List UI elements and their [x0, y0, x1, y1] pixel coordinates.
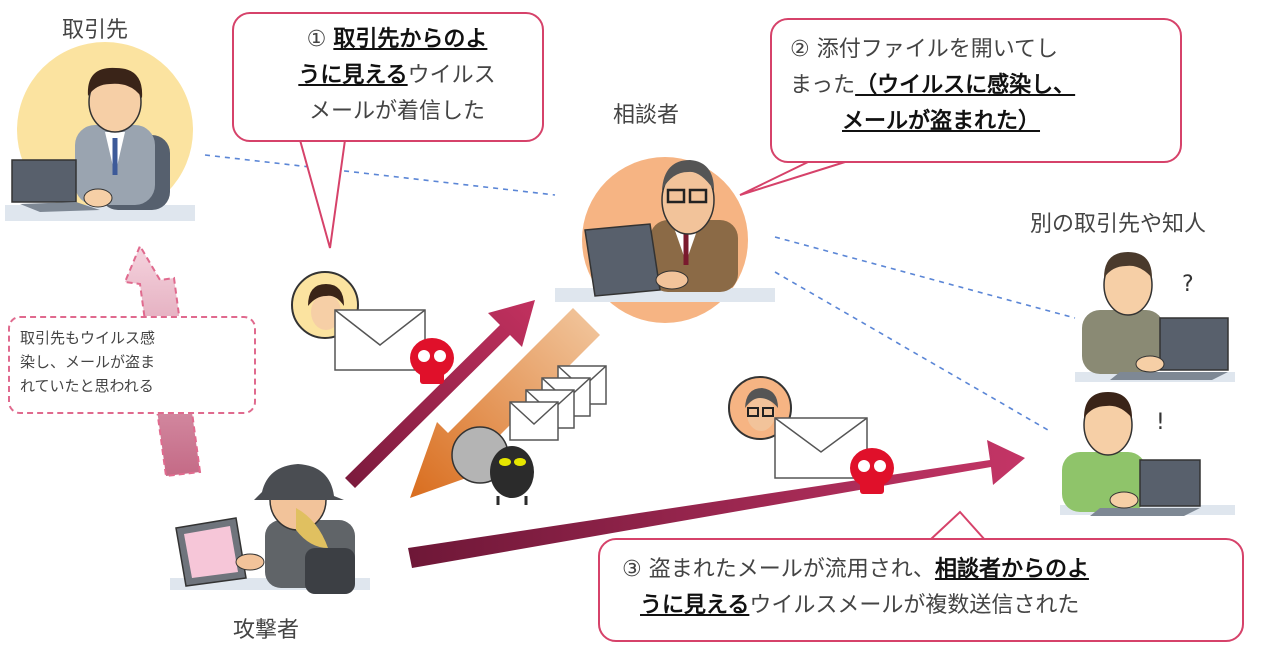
partner-label: 取引先 — [62, 18, 129, 43]
bubble-consultant-infected: ② 添付ファイルを開いてし まった（ウイルスに感染し、 メールが盗まれた） — [770, 18, 1182, 163]
partner-virus-mail — [291, 271, 454, 384]
note-line1: 取引先もウイルス感 — [20, 329, 156, 347]
bubble3-line2-plain: ウイルスメールが複数送信された — [749, 593, 1080, 618]
partner-infected-note: 取引先もウイルス感 染し、メールが盗ま れていたと思われる — [8, 316, 256, 414]
stolen-envelopes — [509, 365, 607, 441]
question-mark: ? — [1182, 272, 1194, 297]
contact2-figure — [1060, 392, 1235, 516]
skull-icon — [850, 448, 894, 494]
attacker-figure — [170, 464, 370, 594]
bubble2-line3-bold: メールが盗まれた） — [842, 109, 1041, 134]
note-line3: れていたと思われる — [20, 377, 154, 395]
skull-icon — [410, 338, 454, 384]
bubble2-line2-plain: まった — [790, 73, 856, 98]
note-line2: 染し、メールが盗ま — [20, 353, 156, 371]
attacker-label: 攻撃者 — [233, 618, 300, 643]
bubble-partner-mail: ① 取引先からのよ うに見えるウイルス メールが着信した — [232, 12, 544, 142]
bubble1-bold-line1: 取引先からのよ — [333, 27, 488, 52]
consultant-figure — [555, 157, 775, 323]
partner-figure — [5, 42, 195, 221]
consultant-virus-mail — [728, 376, 894, 494]
malware-bomb-icon — [451, 426, 534, 505]
arrow-attacker-to-contacts — [408, 440, 1025, 568]
connection-lines — [204, 154, 1076, 431]
bubble2-line1: ② 添付ファイルを開いてし — [790, 37, 1059, 62]
step-1-number: ① — [306, 27, 327, 52]
bubble-virus-sent: ③ 盗まれたメールが流用され、相談者からのよ うに見えるウイルスメールが複数送信… — [598, 538, 1244, 642]
bubble1-line3: メールが着信した — [308, 99, 485, 124]
bubble3-line2-bold: うに見える — [640, 593, 750, 618]
contact1-figure — [1075, 252, 1235, 382]
bubble3-line1-plain: ③ 盗まれたメールが流用され、 — [622, 557, 935, 582]
other-contacts-label: 別の取引先や知人 — [1030, 212, 1207, 237]
bubble1-bold-line2: うに見える — [298, 63, 408, 88]
consultant-label: 相談者 — [613, 103, 680, 128]
bubble1-line2-rest: ウイルス — [407, 63, 496, 88]
arrow-attacker-to-consultant — [345, 300, 535, 488]
bubble3-line1-bold: 相談者からのよ — [934, 557, 1089, 582]
exclamation-mark: ! — [1156, 410, 1165, 435]
bubble2-line2-bold: （ウイルスに感染し、 — [855, 73, 1076, 98]
